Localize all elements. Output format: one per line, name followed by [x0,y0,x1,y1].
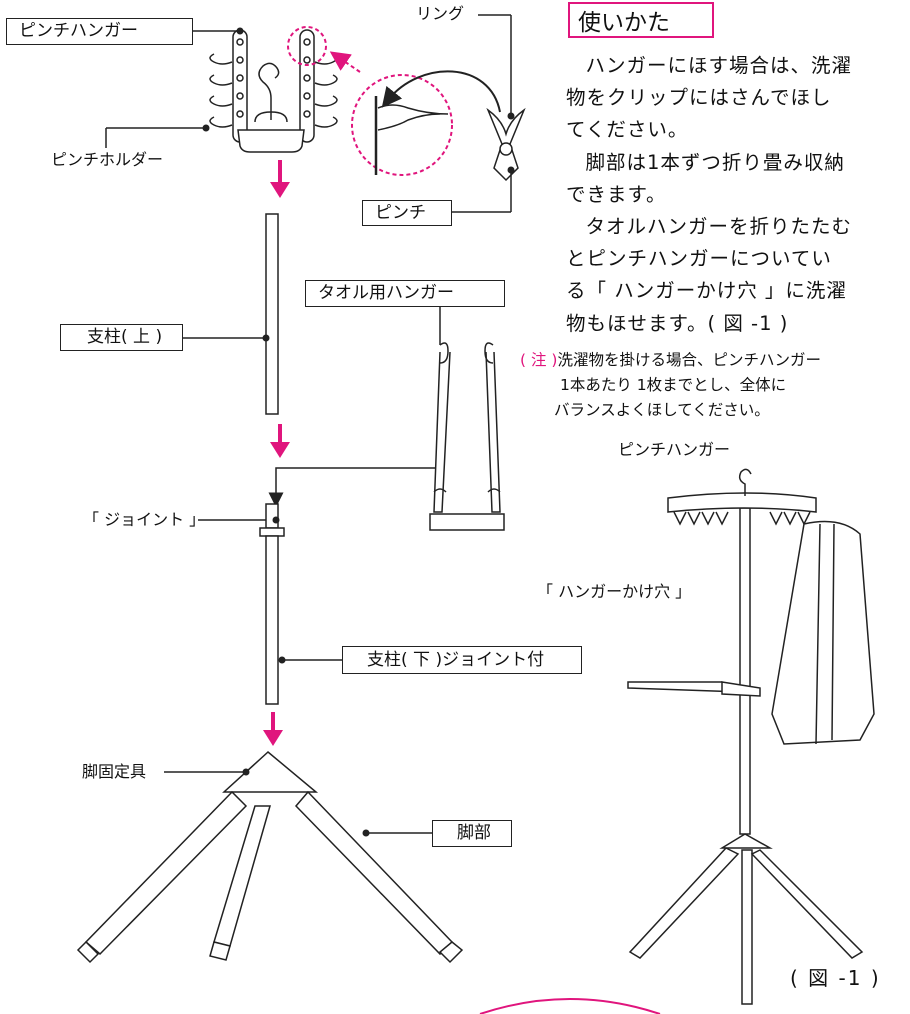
towel-hanger-label: タオル用ハンガー [305,280,505,307]
usage-line: タオルハンガーを折りたたむ [585,215,853,239]
leg-fixture-label: 脚固定具 [82,762,147,781]
pinch-holder-label: ピンチホルダー [51,150,164,169]
note-line: 1本あたり 1枚までとし、全体に [560,376,787,394]
pinch-label: ピンチ [362,200,452,226]
pole-lower-label: 支柱( 下 )ジョイント付 [342,646,582,674]
assembled-stand-illustration [627,468,875,1005]
note-mark: ( 注 ) [520,351,558,369]
note-line: バランスよくほしてください。 [554,401,770,419]
towel-hanger-illustration [429,342,505,531]
usage-title: 使いかた [568,2,714,38]
fig-pinch-hanger-label: ピンチハンガー [618,440,731,459]
usage-line: る「 ハンガーかけ穴 」に洗濯 [566,279,847,303]
note-text: 洗濯物を掛ける場合、ピンチハンガー [557,351,821,369]
caution-note: ( 注 )洗濯物を掛ける場合、ピンチハンガー 1本あたり 1枚までとし、全体に … [520,348,905,423]
usage-line: とピンチハンガーについてい [566,247,832,271]
usage-line: できます。 [566,182,667,206]
note-line: ( 注 )洗濯物を掛ける場合、ピンチハンガー [520,348,905,373]
usage-line: ハンガーにほす場合は、洗濯 [585,54,853,77]
usage-instructions: ハンガーにほす場合は、洗濯 物をクリップにはさんでほし てください。 脚部は1本… [566,50,906,340]
tripod-legs-illustration [76,751,464,964]
fig-hang-hole-label: 「 ハンガーかけ穴 」 [537,582,692,601]
usage-line: 物もほせます。( 図 -1 ) [566,311,789,335]
pinch-hanger-folded-illustration [209,29,338,153]
pinch-hanger-label: ピンチハンガー [6,18,193,45]
ring-label: リング [416,4,465,23]
pole-upper-label: 支柱( 上 ) [60,324,183,351]
usage-line: 物をクリップにはさんでほし [566,86,832,110]
figure-caption: ( 図 -1 ) [790,966,881,990]
usage-line: てください。 [566,118,689,142]
leg-label: 脚部 [432,820,512,847]
usage-line: 脚部は1本ずつ折り畳み収納 [585,150,845,174]
joint-label: 「 ジョイント 」 [83,510,206,529]
pinch-illustration [486,107,526,182]
